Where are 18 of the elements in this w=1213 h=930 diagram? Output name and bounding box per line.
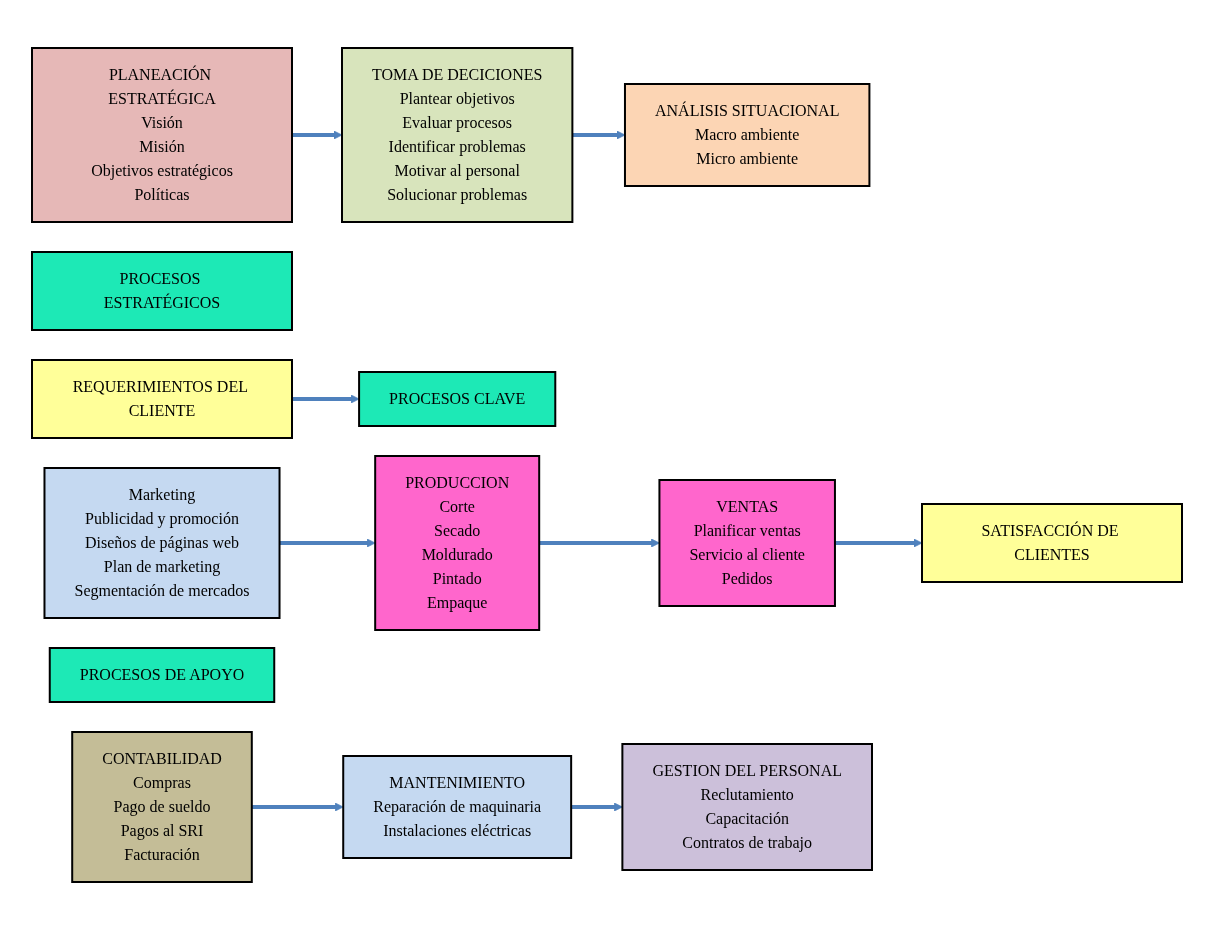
node-box: PRODUCCION Corte Secado Moldurado Pintado Empaque [373, 455, 540, 631]
node-box: ANÁLISIS SITUACIONAL Macro ambiente Micro ambiente [623, 83, 870, 187]
arrow [291, 130, 342, 140]
node-box: PROCESOS CLAVE [357, 371, 556, 427]
arrow [571, 130, 625, 140]
node-box: Marketing Publicidad y promoción Diseños de páginas web Plan de marketing Segmentación de mercados [43, 467, 280, 619]
node-box: REQUERIMIENTOS DEL CLIENTE [30, 359, 293, 439]
node-box: VENTAS Planificar ventas Servicio al cliente Pedidos [657, 479, 836, 607]
arrow [834, 538, 922, 548]
node-box: CONTABILIDAD Compras Pago de sueldo Pagos al SRI Facturación [70, 731, 253, 883]
node-box: PROCESOS DE APOYO [48, 647, 275, 703]
node-box: SATISFACCIÓN DE CLIENTES [920, 503, 1183, 583]
node-box: MANTENIMIENTO Reparación de maquinaria Instalaciones eléctricas [341, 755, 572, 859]
node-box: GESTION DEL PERSONAL Reclutamiento Capacitación Contratos de trabajo [620, 743, 873, 871]
node-box: PROCESOS ESTRATÉGICOS [30, 251, 293, 331]
node-box: PLANEACIÓN ESTRATÉGICA Visión Misión Objetivos estratégicos Políticas [30, 47, 293, 223]
node-box: TOMA DE DECICIONES Plantear objetivos Evaluar procesos Identificar problemas Motivar al personal Solucionar problemas [340, 47, 573, 223]
arrow [291, 394, 359, 404]
